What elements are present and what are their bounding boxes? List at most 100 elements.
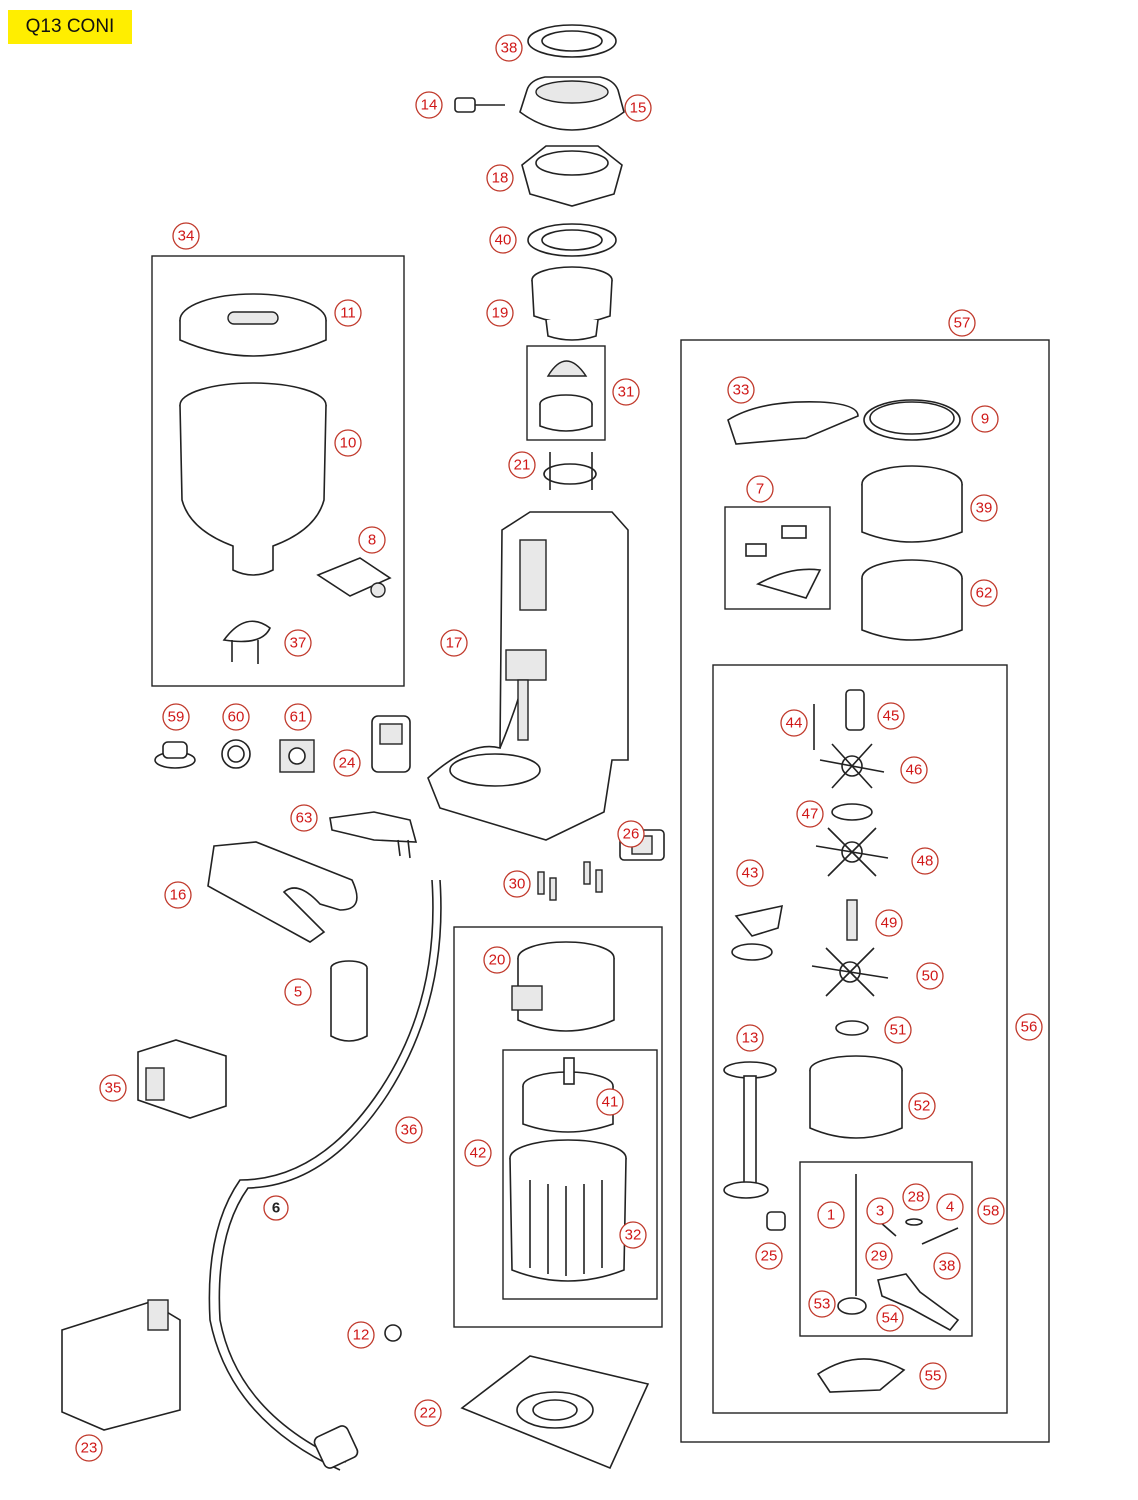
part-switch-cover-24	[371, 715, 411, 773]
callout-label: 8	[368, 532, 376, 549]
part-grinder-body	[427, 511, 629, 841]
callout-label: 58	[983, 1203, 1000, 1220]
part-motor-housing-20	[511, 941, 615, 1032]
group-frame-motor-assembly	[453, 926, 663, 1328]
part-hopper-lid	[179, 293, 327, 357]
callout-20: 20	[483, 946, 511, 974]
callout-label: 29	[871, 1248, 888, 1265]
group-frame-lever-58	[799, 1161, 973, 1337]
part-spring-4	[921, 1227, 959, 1245]
callout-61: 61	[284, 703, 312, 731]
part-star-46	[819, 743, 885, 789]
callout-label: 49	[881, 915, 898, 932]
part-locking-screw	[454, 97, 505, 113]
part-microswitch-63	[329, 811, 418, 859]
callout-label: 50	[922, 968, 939, 985]
callout-21: 21	[508, 451, 536, 479]
part-clip-28	[905, 1218, 923, 1226]
part-button-59	[154, 741, 196, 769]
callout-label: 52	[914, 1098, 931, 1115]
part-button-ring-60	[221, 739, 251, 769]
part-bushing-45	[845, 689, 865, 731]
callout-label: 44	[786, 715, 803, 732]
part-springs-30	[537, 861, 603, 901]
callout-label: 16	[170, 887, 187, 904]
callout-label: 57	[954, 315, 971, 332]
part-shaft-13	[723, 1061, 777, 1199]
callout-label: 63	[296, 810, 313, 827]
callout-label: 7	[756, 481, 764, 498]
callout-label: 33	[733, 382, 750, 399]
callout-label: 43	[742, 865, 759, 882]
part-terminal-block-35	[137, 1039, 227, 1119]
part-gasket	[527, 223, 617, 257]
callout-label: 55	[925, 1368, 942, 1385]
callout-label: 1	[827, 1207, 835, 1224]
group-frame-accessories-7	[724, 506, 831, 610]
callout-1: 1	[817, 1201, 845, 1229]
callout-17: 17	[440, 629, 468, 657]
part-nut-53	[837, 1297, 867, 1315]
callout-42: 42	[464, 1139, 492, 1167]
part-roller-25	[766, 1211, 786, 1231]
callout-34: 34	[172, 222, 200, 250]
callout-18: 18	[486, 164, 514, 192]
callout-36: 36	[395, 1116, 423, 1144]
callout-15: 15	[624, 94, 652, 122]
part-hopper-bowl	[179, 382, 327, 576]
callout-label: 13	[742, 1030, 759, 1047]
callout-12: 12	[347, 1321, 375, 1349]
callout-13: 13	[736, 1024, 764, 1052]
callout-label: 37	[290, 635, 307, 652]
part-washer-47	[831, 803, 873, 821]
callout-label: 5	[294, 984, 302, 1001]
part-doser-wall-39	[861, 465, 963, 543]
part-drawer-23	[61, 1299, 181, 1431]
callout-30: 30	[503, 870, 531, 898]
callout-11: 11	[334, 299, 362, 327]
group-frame-hopper-34	[151, 255, 405, 687]
callout-33: 33	[727, 376, 755, 404]
part-accessory-kit-7	[745, 525, 822, 599]
callout-label: 42	[470, 1145, 487, 1162]
callout-35: 35	[99, 1074, 127, 1102]
callout-label: 62	[976, 585, 993, 602]
callout-label: 22	[420, 1405, 437, 1422]
part-bottom-plate-55	[816, 1358, 906, 1393]
callout-14: 14	[415, 91, 443, 119]
callout-label: 21	[514, 457, 531, 474]
callout-52: 52	[908, 1092, 936, 1120]
callout-9: 9	[971, 405, 999, 433]
part-base-plate-16	[207, 841, 358, 943]
callout-label: 4	[946, 1199, 954, 1216]
group-frame-burrs-31	[526, 345, 606, 441]
part-lever-43	[731, 904, 784, 961]
callout-37: 37	[284, 629, 312, 657]
callout-53: 53	[808, 1290, 836, 1318]
callout-label: 38	[939, 1258, 956, 1275]
callout-label: 12	[353, 1327, 370, 1344]
part-adjustment-knob	[519, 76, 625, 131]
callout-label: 14	[421, 97, 438, 114]
callout-label: 20	[489, 952, 506, 969]
part-burr-holder	[543, 452, 597, 490]
callout-label: 36	[401, 1122, 418, 1139]
callout-label: 26	[623, 826, 640, 843]
callout-39: 39	[970, 494, 998, 522]
part-plug	[313, 1425, 359, 1469]
callout-49: 49	[875, 909, 903, 937]
part-hopper-gate	[316, 557, 392, 598]
part-button-plate-61	[279, 739, 315, 773]
part-doser-cup-52	[809, 1055, 903, 1139]
part-dosing-lever-54	[877, 1273, 960, 1332]
callout-26: 26	[617, 820, 645, 848]
callout-label: 32	[625, 1227, 642, 1244]
callout-55: 55	[919, 1362, 947, 1390]
callout-label: 11	[340, 305, 356, 322]
callout-label: 31	[618, 384, 635, 401]
callout-label: 46	[906, 762, 923, 779]
callout-label: 25	[761, 1248, 778, 1265]
callout-38-lower: 38	[933, 1252, 961, 1280]
callout-19: 19	[486, 299, 514, 327]
callout-41: 41	[596, 1088, 624, 1116]
